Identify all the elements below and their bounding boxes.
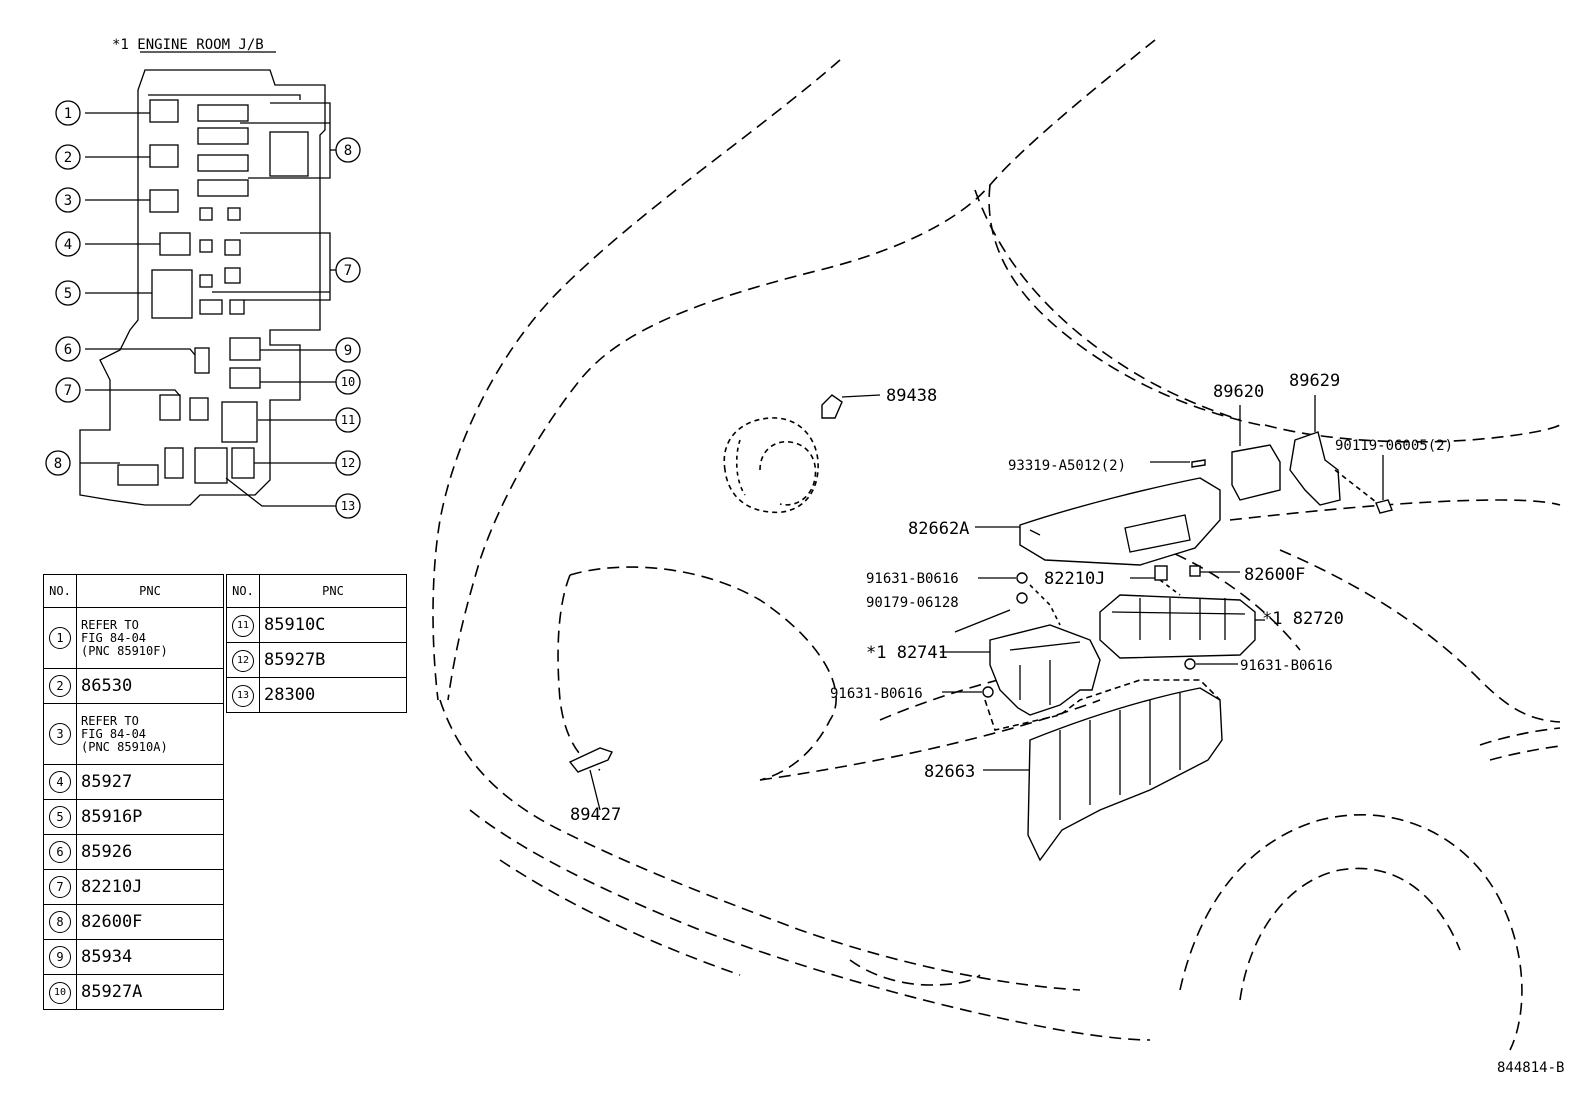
label-91631-top: 91631-B0616 — [866, 571, 959, 587]
row-pnc: 82210J — [76, 869, 224, 905]
row-pnc: 85927 — [76, 764, 224, 800]
callout-13: 13 — [341, 499, 355, 513]
row-pnc: 86530 — [76, 668, 224, 704]
bolt-90119 — [1334, 455, 1393, 514]
label-82720: *1 82720 — [1262, 609, 1344, 629]
fasteners-small — [942, 565, 1240, 698]
row-pnc: 85916P — [76, 799, 224, 835]
table-row: 6 85926 — [43, 834, 224, 870]
row-pnc: 85934 — [76, 939, 224, 975]
row-no: 13 — [232, 685, 254, 707]
table-row: 11 85910C — [226, 607, 407, 643]
junction-block-inset — [79, 69, 336, 507]
row-pnc-line: (PNC 85910A) — [81, 739, 168, 754]
header-pnc: PNC — [259, 574, 407, 608]
row-pnc: 85927B — [259, 642, 407, 678]
table-row: 1 REFER TO FIG 84-04 (PNC 85910F) — [43, 607, 224, 669]
row-no: 9 — [49, 946, 71, 968]
row-pnc: 85910C — [259, 607, 407, 643]
engine-sketch — [723, 417, 819, 514]
callout-10: 10 — [341, 375, 355, 389]
label-90119: 90119-06005(2) — [1335, 438, 1453, 454]
label-89629: 89629 — [1289, 371, 1340, 391]
vehicle-outline — [432, 39, 1561, 1051]
figure-id: 844814-B — [1497, 1060, 1564, 1076]
callout-7a: 7 — [344, 263, 352, 279]
pnc-table-left: NO. PNC 1 REFER TO FIG 84-04 (PNC 85910F… — [43, 574, 224, 1010]
row-no: 12 — [232, 650, 254, 672]
inset-title: *1 ENGINE ROOM J/B — [112, 37, 264, 53]
header-no: NO. — [43, 574, 77, 608]
row-no: 4 — [49, 771, 71, 793]
row-no: 2 — [49, 675, 71, 697]
row-no: 11 — [232, 615, 254, 637]
callout-8b: 8 — [54, 456, 62, 472]
callout-1: 1 — [64, 106, 72, 122]
row-pnc: 82600F — [76, 904, 224, 940]
table-row: 4 85927 — [43, 764, 224, 800]
part-82741-bracket — [940, 609, 1101, 716]
row-no: 10 — [49, 982, 71, 1004]
part-82662A-cover — [975, 477, 1221, 566]
header-pnc: PNC — [76, 574, 224, 608]
row-no: 1 — [49, 627, 71, 649]
label-82662A: 82662A — [908, 519, 969, 539]
row-no: 6 — [49, 841, 71, 863]
row-no: 5 — [49, 806, 71, 828]
part-89620-ecu — [1231, 405, 1281, 501]
table-row: 3 REFER TO FIG 84-04 (PNC 85910A) — [43, 703, 224, 765]
bolt-93319 — [1150, 459, 1206, 468]
row-no: 8 — [49, 911, 71, 933]
part-89438 — [821, 394, 881, 419]
callout-11: 11 — [341, 413, 355, 427]
label-89427: 89427 — [570, 805, 621, 825]
label-82210J: 82210J — [1044, 569, 1105, 589]
table-row: 9 85934 — [43, 939, 224, 975]
callout-5: 5 — [64, 286, 72, 302]
row-pnc-line: FIG 84-04 — [81, 630, 147, 645]
row-pnc: 28300 — [259, 677, 407, 713]
label-90179: 90179-06128 — [866, 595, 959, 611]
row-no: 7 — [49, 876, 71, 898]
table-row: 10 85927A — [43, 974, 224, 1010]
pnc-table-right: NO. PNC 11 85910C 12 85927B 13 28300 — [226, 574, 407, 713]
table-row: 2 86530 — [43, 668, 224, 704]
callout-12: 12 — [341, 456, 355, 470]
row-pnc-line: REFER TO — [81, 713, 139, 728]
callout-9: 9 — [344, 343, 352, 359]
label-89620: 89620 — [1213, 382, 1264, 402]
label-91631-right: 91631-B0616 — [1240, 658, 1333, 674]
table-row: 5 85916P — [43, 799, 224, 835]
row-pnc-line: (PNC 85910F) — [81, 643, 168, 658]
label-93319: 93319-A5012(2) — [1008, 458, 1126, 474]
label-89438: 89438 — [886, 386, 937, 406]
row-pnc-line: REFER TO — [81, 617, 139, 632]
label-82741: *1 82741 — [866, 643, 948, 663]
part-89427-sensor — [568, 747, 613, 811]
part-labels: 89438 89620 89629 93319-A5012(2) 90119-0… — [570, 371, 1564, 1076]
label-82663: 82663 — [924, 762, 975, 782]
callout-6: 6 — [64, 342, 72, 358]
table-row: 7 82210J — [43, 869, 224, 905]
row-pnc: 85926 — [76, 834, 224, 870]
callout-7b: 7 — [64, 383, 72, 399]
row-pnc: 85927A — [76, 974, 224, 1010]
part-89629-bracket — [1289, 395, 1341, 506]
callout-4: 4 — [64, 237, 72, 253]
label-91631-left: 91631-B0616 — [830, 686, 923, 702]
row-no: 3 — [49, 723, 71, 745]
table-row: 13 28300 — [226, 677, 407, 713]
header-no: NO. — [226, 574, 260, 608]
callout-2: 2 — [64, 150, 72, 166]
label-82600F: 82600F — [1244, 565, 1305, 585]
callout-8a: 8 — [344, 143, 352, 159]
table-row: 12 85927B — [226, 642, 407, 678]
part-82663-lower-case — [983, 679, 1223, 862]
part-82720-jb — [1099, 594, 1265, 659]
row-pnc-line: FIG 84-04 — [81, 726, 147, 741]
callout-3: 3 — [64, 193, 72, 209]
table-row: 8 82600F — [43, 904, 224, 940]
inset-callouts: 1 2 3 4 5 8 7 6 9 7 10 11 8 12 13 — [45, 100, 361, 519]
